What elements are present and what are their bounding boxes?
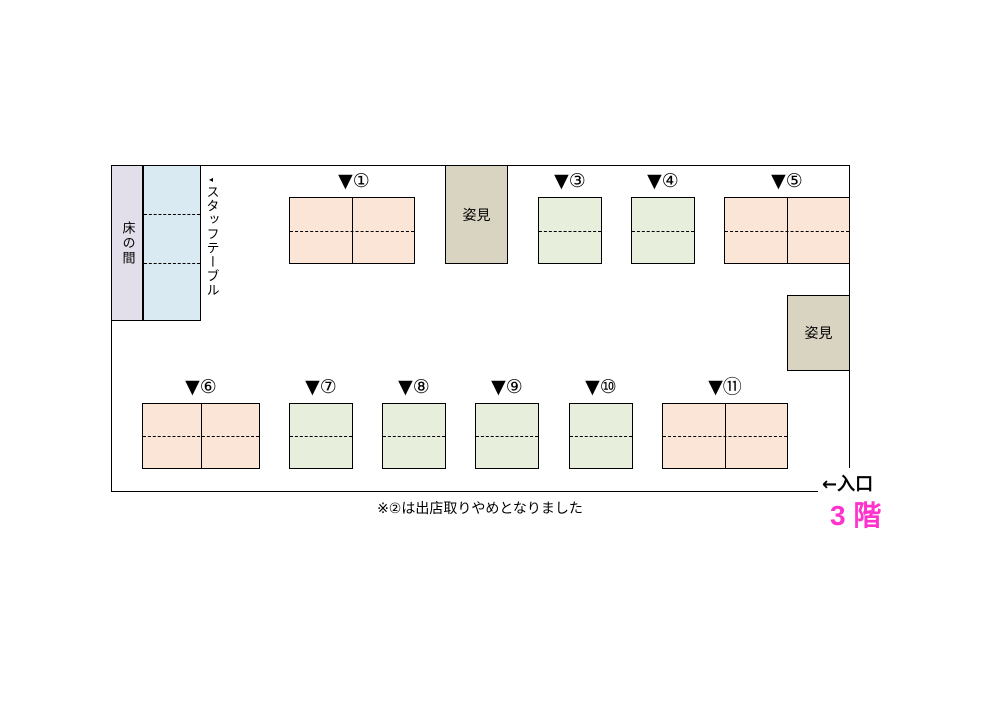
booth-6[interactable] [142, 403, 260, 469]
booth-3[interactable] [538, 197, 602, 264]
mirror-label: 姿見 [462, 207, 491, 224]
booth-label-6: ▼⑥ [185, 376, 217, 398]
booth-dash [539, 230, 601, 232]
booth-5[interactable] [724, 197, 850, 264]
booth-label-3: ▼③ [554, 170, 586, 192]
staff-arrow-icon: ◂ [208, 175, 213, 184]
booth-label-10: ▼⑩ [585, 376, 617, 398]
staff-table [143, 165, 201, 321]
booth-dash [143, 436, 259, 437]
booth-label-1: ▼① [338, 170, 370, 192]
staff-table-label-group: ◂ スタッフテーブル [200, 175, 222, 325]
booth-dash [663, 436, 787, 437]
mirror-right: 姿見 [787, 295, 850, 371]
staff-table-divider [144, 263, 200, 264]
tokonoma-label: 床の間 [119, 220, 135, 266]
floor-number: 3 階 [830, 500, 882, 531]
staff-table-label: スタッフテーブル [203, 185, 219, 297]
booth-label-8: ▼⑧ [398, 376, 430, 398]
notice-text: ※②は出店取りやめとなりました [377, 501, 583, 517]
mirror-label: 姿見 [804, 326, 833, 342]
entrance-gap [818, 490, 851, 494]
entrance-label: ←入口 [822, 474, 874, 495]
booth-label-5: ▼⑤ [771, 170, 803, 192]
booth-10[interactable] [569, 403, 633, 469]
booth-label-11: ▼⑪ [708, 376, 742, 398]
booth-4[interactable] [631, 197, 695, 264]
booth-dash [476, 436, 538, 437]
booth-dash [383, 436, 445, 437]
mirror-top: 姿見 [445, 165, 508, 264]
booth-11[interactable] [662, 403, 788, 469]
staff-table-divider [144, 214, 200, 215]
booth-dash [290, 436, 352, 437]
booth-dash [725, 230, 849, 232]
booth-dash [632, 230, 694, 232]
booth-9[interactable] [475, 403, 539, 469]
booth-label-7: ▼⑦ [305, 376, 337, 398]
tokonoma: 床の間 [111, 165, 143, 321]
booth-1[interactable] [289, 197, 415, 264]
booth-dash [290, 230, 414, 232]
booth-label-4: ▼④ [647, 170, 679, 192]
booth-label-9: ▼⑨ [491, 376, 523, 398]
booth-dash [570, 436, 632, 437]
booth-8[interactable] [382, 403, 446, 469]
booth-7[interactable] [289, 403, 353, 469]
